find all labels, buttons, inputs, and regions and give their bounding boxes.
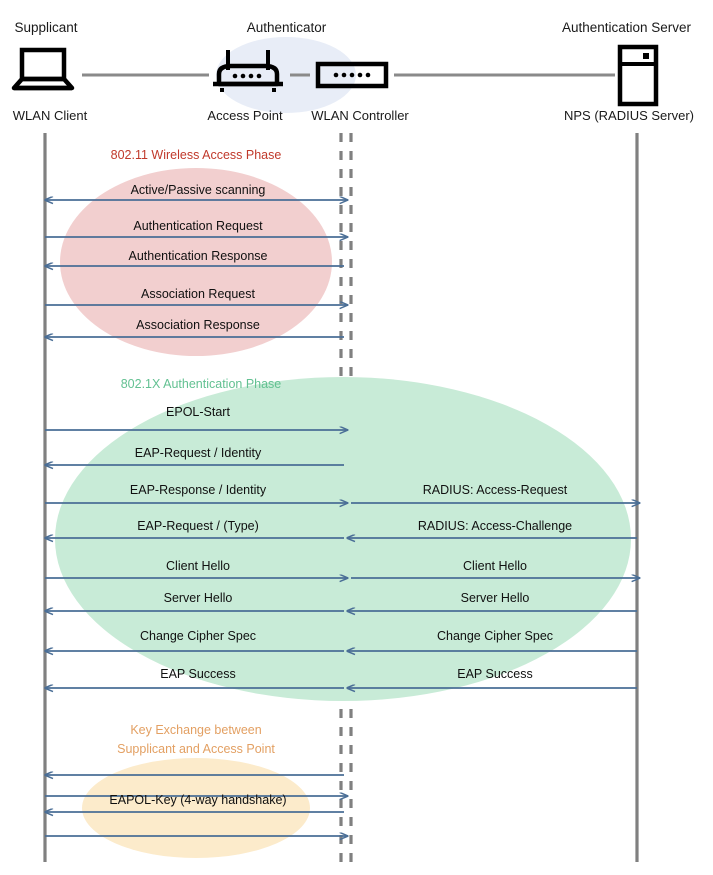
node-label-wlan-controller: WLAN Controller: [311, 108, 409, 123]
messages-left-arrows: [45, 200, 348, 836]
msg-label-client-hello-right: Client Hello: [463, 559, 527, 573]
msg-label-eap-request-type: EAP-Request / (Type): [137, 519, 259, 533]
phase-label-wireless-access: 802.11 Wireless Access Phase: [110, 148, 282, 162]
msg-label-server-hello-right: Server Hello: [460, 591, 530, 605]
phase-ellipse-wireless-access: [60, 168, 332, 356]
msg-label-active-passive-scanning: Active/Passive scanning: [130, 183, 266, 197]
msg-label-radius-access-challenge: RADIUS: Access-Challenge: [417, 519, 573, 533]
msg-label-association-request: Association Request: [141, 287, 255, 301]
laptop-icon: [11, 47, 75, 91]
authenticator-group-ellipse: [216, 37, 356, 113]
msg-label-change-cipher-spec-right: Change Cipher Spec: [436, 629, 554, 643]
msg-label-client-hello-left: Client Hello: [166, 559, 230, 573]
wireless-router-icon: [213, 50, 283, 92]
msg-label-authentication-request: Authentication Request: [133, 219, 263, 233]
role-title-authenticator: Authenticator: [246, 20, 327, 35]
msg-label-radius-access-request: RADIUS: Access-Request: [422, 483, 568, 497]
phase-label-key-exchange-line1: Key Exchange between: [130, 723, 262, 737]
msg-label-eap-success-left: EAP Success: [160, 667, 236, 681]
messages-right-arrows: [347, 503, 640, 688]
role-title-auth-server: Authentication Server: [561, 20, 692, 35]
phase-ellipse-dot1x-auth: [55, 377, 631, 701]
msg-label-change-cipher-spec-left: Change Cipher Spec: [139, 629, 257, 643]
network-switch-icon: [315, 61, 389, 89]
node-label-nps-radius-server: NPS (RADIUS Server): [563, 108, 695, 123]
msg-label-association-response: Association Response: [136, 318, 260, 332]
msg-label-server-hello-left: Server Hello: [163, 591, 233, 605]
msg-label-epol-start: EPOL-Start: [166, 405, 230, 419]
role-title-supplicant: Supplicant: [14, 20, 78, 35]
msg-label-eap-success-right: EAP Success: [457, 667, 533, 681]
phase-label-dot1x-auth: 802.1X Authentication Phase: [120, 377, 282, 391]
msg-label-eapol-key-handshake: EAPOL-Key (4-way handshake): [109, 793, 287, 807]
phase-ellipse-key-exchange: [82, 758, 310, 858]
node-label-wlan-client: WLAN Client: [12, 108, 88, 123]
msg-label-authentication-response: Authentication Response: [128, 249, 268, 263]
phase-label-key-exchange-line2: Supplicant and Access Point: [117, 742, 275, 756]
node-label-access-point: Access Point: [207, 108, 283, 123]
server-rack-icon: [617, 44, 659, 107]
msg-label-eap-request-identity: EAP-Request / Identity: [134, 446, 262, 460]
msg-label-eap-response-identity: EAP-Response / Identity: [129, 483, 267, 497]
